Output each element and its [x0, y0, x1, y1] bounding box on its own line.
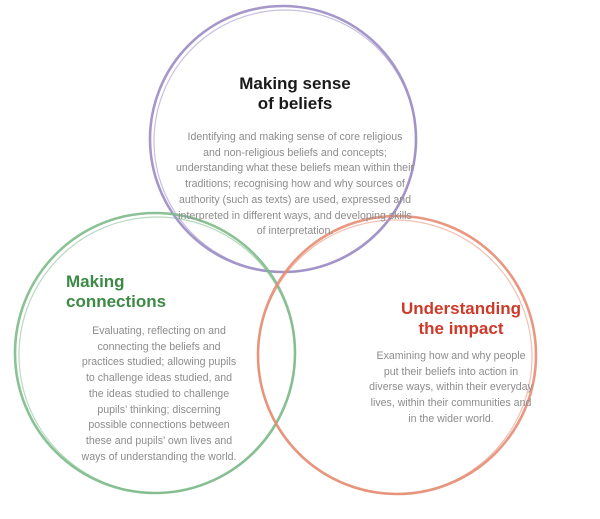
connections-circle: [13, 211, 297, 495]
understanding-the-impact-title: Understanding the impact: [401, 299, 521, 338]
understanding-the-impact-description: Examining how and why people put their b…: [369, 350, 533, 425]
making-sense-of-beliefs-title: Making sense of beliefs: [239, 74, 351, 113]
making-connections-description: Evaluating, reflecting on and connecting…: [81, 325, 237, 463]
making-connections-title: Making connections: [66, 272, 167, 311]
making-connections-section: Making connections Evaluating, reflectin…: [34, 272, 284, 465]
impact-circle: [256, 214, 538, 496]
making-sense-of-beliefs-description: Identifying and making sense of core rel…: [176, 131, 414, 238]
making-sense-of-beliefs-section: Making sense of beliefs Identifying and …: [150, 74, 440, 240]
understanding-the-impact-section: Understanding the impact Examining how a…: [336, 299, 566, 428]
